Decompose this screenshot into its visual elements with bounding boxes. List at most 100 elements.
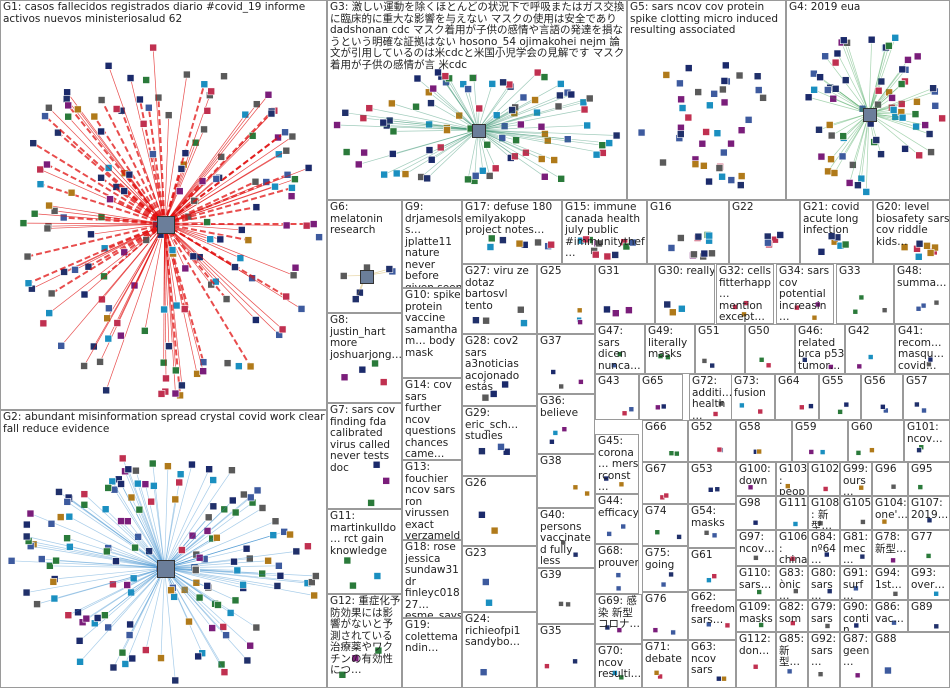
group-network: [752, 519, 759, 526]
group-label: G96: [875, 463, 897, 475]
node: [90, 342, 98, 351]
group-g4: G4: 2019 eua: [786, 0, 950, 200]
node: [149, 150, 157, 158]
group-network: [338, 646, 383, 679]
edge: [164, 509, 225, 569]
node: [665, 354, 671, 360]
node: [103, 547, 111, 556]
node: [620, 523, 627, 530]
edge: [868, 113, 930, 135]
node: [752, 663, 759, 670]
edge: [84, 493, 165, 569]
node: [356, 288, 364, 297]
group-label: G70: ncov resulti…: [598, 645, 642, 680]
node: [858, 484, 865, 491]
node: [180, 305, 189, 313]
node: [911, 110, 920, 118]
node: [246, 554, 254, 563]
edge: [477, 83, 493, 131]
node: [487, 234, 496, 243]
node: [241, 110, 250, 119]
edge: [164, 223, 183, 386]
node: [580, 105, 589, 114]
node: [374, 646, 383, 655]
group-label: G101: ncov…: [907, 421, 943, 445]
node: [862, 188, 871, 196]
edge: [83, 223, 165, 367]
node: [382, 477, 390, 485]
edge: [477, 83, 561, 131]
node: [517, 305, 525, 314]
group-label: G74: [645, 505, 667, 517]
node: [549, 438, 555, 445]
node: [134, 533, 142, 541]
edge: [868, 113, 926, 126]
node: [845, 179, 854, 187]
edge: [68, 567, 165, 616]
node: [572, 551, 579, 558]
node: [497, 443, 505, 451]
node: [359, 114, 368, 122]
node: [464, 85, 472, 93]
edge: [51, 223, 166, 295]
node: [191, 138, 200, 147]
node: [722, 61, 730, 70]
node: [702, 128, 710, 136]
group-g93: G93: over…: [908, 566, 950, 600]
group-g91: G91: surf…: [840, 566, 872, 600]
group-g38: G38: [537, 454, 595, 508]
node: [714, 486, 721, 493]
group-network: [655, 403, 667, 411]
group-g66: G66: [642, 420, 688, 462]
node: [425, 146, 434, 154]
node: [808, 403, 814, 409]
node: [603, 475, 610, 482]
edge: [164, 223, 257, 321]
node: [267, 109, 276, 118]
node: [917, 484, 924, 490]
node: [837, 409, 843, 415]
node: [171, 495, 180, 504]
edge: [164, 567, 213, 629]
group-g105: G105: [840, 496, 872, 530]
group-network: [7, 454, 320, 685]
node: [724, 622, 731, 629]
node: [125, 631, 134, 639]
node: [927, 356, 934, 363]
group-g24: G24: richieofpi1 sandybo…: [462, 612, 537, 688]
edge: [164, 223, 170, 347]
node: [207, 87, 215, 96]
node: [220, 72, 228, 81]
node: [274, 133, 282, 142]
edge: [69, 516, 165, 569]
node: [425, 120, 433, 129]
edge: [164, 180, 256, 225]
node: [810, 69, 818, 78]
group-network: [817, 520, 824, 527]
node: [63, 534, 71, 542]
group-network: [916, 444, 925, 453]
edge: [868, 47, 887, 114]
node: [478, 447, 486, 455]
group-g86: G86: vac…: [872, 600, 908, 632]
node: [485, 598, 493, 607]
edge: [54, 210, 165, 225]
node: [670, 629, 676, 636]
group-label: G102: [811, 463, 840, 475]
node: [711, 573, 718, 579]
edge: [477, 125, 588, 131]
group-g76: G76: [642, 592, 688, 640]
node: [552, 430, 559, 436]
group-g65: G65: [639, 374, 683, 420]
node: [126, 74, 135, 82]
node: [808, 449, 815, 455]
edge: [26, 567, 165, 593]
node: [815, 125, 823, 134]
group-label: G53: [691, 463, 713, 475]
group-g41: G41: recom… masqu… covid…: [895, 324, 950, 374]
edge: [163, 223, 252, 367]
node: [595, 239, 603, 248]
node: [485, 172, 494, 180]
node: [271, 182, 279, 191]
node: [860, 519, 866, 525]
